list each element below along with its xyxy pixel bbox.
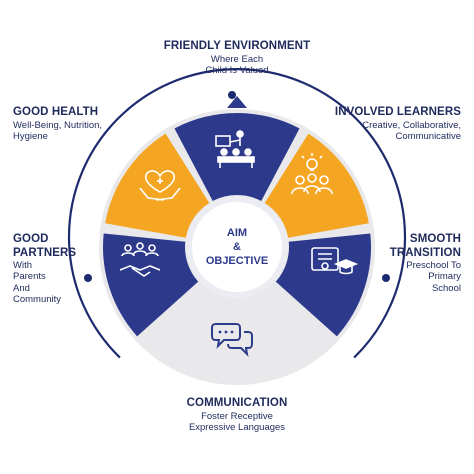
partners-line-4: Community (13, 293, 62, 305)
segment-smooth-transition (275, 233, 371, 337)
friendly-line-1: Where Each (210, 53, 264, 65)
segment-pointer (227, 96, 247, 108)
transition-line-2: Primary (428, 271, 461, 283)
teacher-classroom-icon (215, 130, 255, 168)
label-good-health: GOOD HEALTH Well-Being, Nutrition, Hygie… (13, 106, 102, 142)
label-smooth-transition: SMOOTH TRANSITION Preschool To Primary S… (390, 233, 461, 294)
health-title: GOOD HEALTH (13, 106, 99, 118)
transition-line-3: School (431, 282, 461, 294)
communication-line-1: Foster Receptive (201, 410, 273, 422)
partners-line-1: With (13, 260, 32, 272)
friendly-line-2: Child Is Valued (205, 64, 269, 76)
segment-involved-learners (264, 133, 369, 238)
segment-good-partners (102, 233, 199, 337)
center-line-3: OBJECTIVE (206, 255, 268, 267)
health-line-2: Hygiene (13, 130, 48, 142)
partners-handshake-icon (119, 242, 161, 277)
ring-dot-right (382, 274, 390, 282)
label-good-partners: GOOD PARTNERS With Parents And Community (13, 233, 76, 305)
label-involved-learners: INVOLVED LEARNERS Creative, Collaborativ… (335, 106, 461, 142)
involved-line-2: Communicative (395, 130, 461, 142)
partners-line-3: And (13, 282, 30, 294)
center-line-2: & (233, 241, 241, 253)
ideas-team-icon (291, 153, 333, 195)
transition-title-1: SMOOTH (409, 233, 461, 245)
graduation-certificate-icon (311, 247, 359, 275)
transition-line-1: Preschool To (406, 260, 461, 272)
friendly-title: FRIENDLY ENVIRONMENT (163, 40, 311, 52)
ring-dot-left (84, 274, 92, 282)
hand-heart-icon (139, 170, 181, 201)
segment-communication (144, 284, 330, 382)
segment-good-health (105, 133, 210, 238)
chat-bubbles-icon (211, 323, 253, 357)
partners-title-1: GOOD (13, 233, 49, 245)
label-friendly-environment: FRIENDLY ENVIRONMENT Where Each Child Is… (0, 40, 474, 76)
health-line-1: Well-Being, Nutrition, (13, 119, 103, 131)
communication-title: COMMUNICATION (186, 397, 288, 409)
label-communication: COMMUNICATION Foster Receptive Expressiv… (0, 397, 474, 433)
center-circle (197, 207, 277, 287)
outer-ring-arc (67, 68, 407, 359)
involved-line-1: Creative, Collaborative, (362, 119, 461, 131)
involved-title: INVOLVED LEARNERS (334, 106, 461, 118)
partners-line-2: Parents (13, 271, 46, 283)
center-line-1: AIM (227, 227, 247, 239)
communication-line-2: Expressive Languages (188, 421, 286, 433)
ring-dot-top (228, 91, 236, 99)
transition-title-2: TRANSITION (389, 246, 461, 259)
partners-title-2: PARTNERS (13, 246, 77, 259)
